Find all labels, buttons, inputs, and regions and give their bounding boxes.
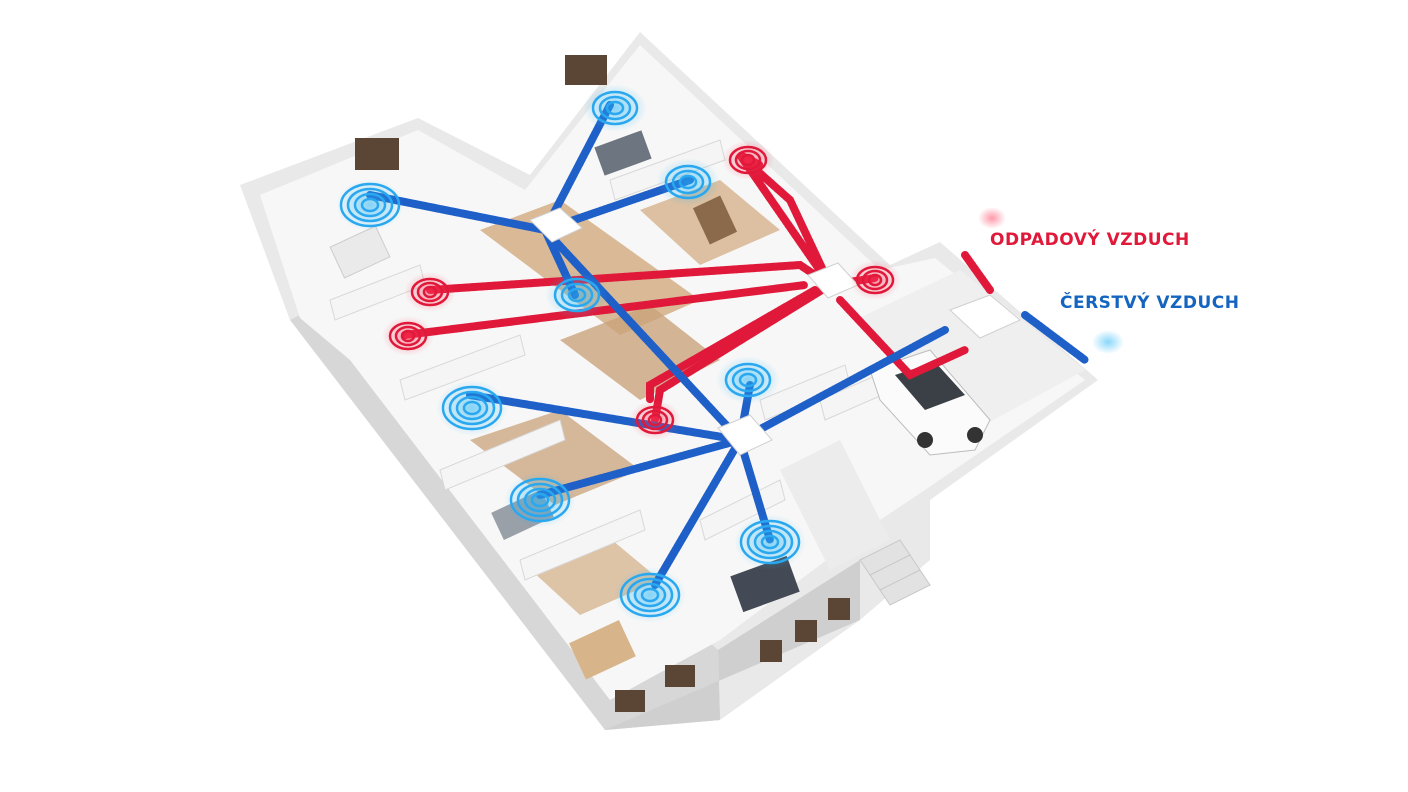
exhaust-diffusers (382, 140, 1006, 440)
exhaust-air-label: ODPADOVÝ VZDUCH (990, 230, 1190, 250)
distribution-boxes (529, 207, 1021, 456)
fresh-air-diffusers (336, 84, 1124, 623)
fresh-air-label: ČERSTVÝ VZDUCH (1060, 293, 1240, 313)
